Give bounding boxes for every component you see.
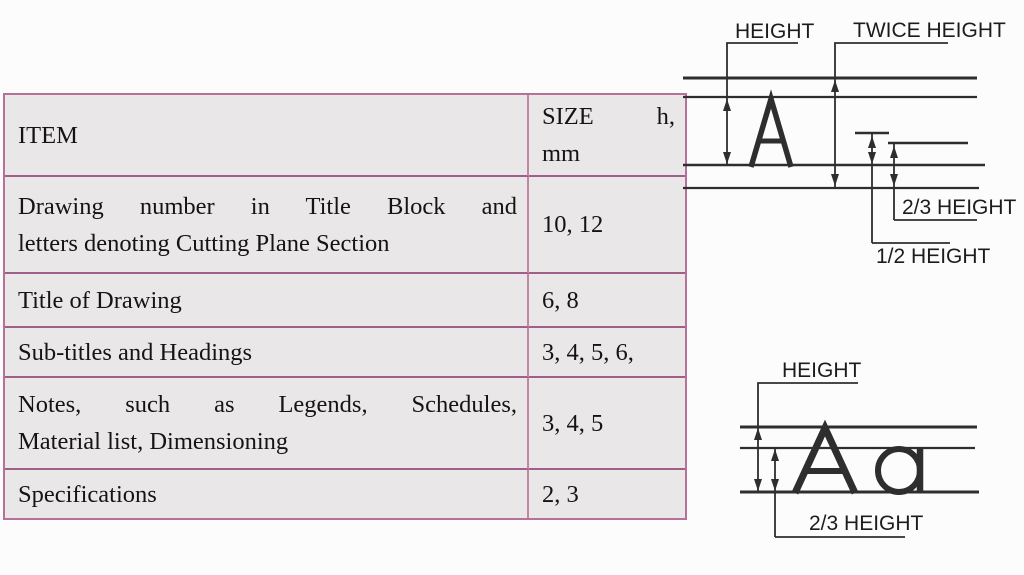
- item-cell: Sub-titles and Headings: [5, 328, 529, 378]
- arrowhead: [754, 479, 762, 491]
- item-cell: Notes, such as Legends, Schedules, Mater…: [5, 378, 529, 470]
- arrowhead: [831, 80, 839, 92]
- arrowhead: [868, 136, 876, 148]
- item-text-line: letters denoting Cutting Plane Section: [18, 229, 390, 257]
- height-leader-line: [726, 42, 798, 165]
- size-cell: 3, 4, 5: [529, 378, 685, 470]
- height-leader-line: [757, 382, 858, 492]
- size-value: 3, 4, 5, 6,: [542, 338, 634, 366]
- letter-a-bowl: [875, 446, 923, 495]
- arrowhead: [890, 146, 898, 158]
- lettering-height-diagram-top: HEIGHT TWICE HEIGHT 2/3 HEIGHT 1/2 HEIGH…: [683, 19, 1017, 268]
- size-value: 3, 4, 5: [542, 409, 604, 437]
- size-cell: 2, 3: [529, 470, 685, 518]
- item-text-line: Notes, such as Legends, Schedules,: [18, 391, 517, 418]
- size-cell: 3, 4, 5, 6,: [529, 328, 685, 378]
- size-value: 10, 12: [542, 211, 604, 238]
- item-cell: Drawing number in Title Block and letter…: [5, 177, 529, 274]
- label-two-thirds-height: 2/3 HEIGHT: [902, 196, 1017, 219]
- letter-A-glyph: [791, 419, 859, 495]
- item-text-line: Material list, Dimensioning: [18, 428, 289, 455]
- item-text-line: Drawing number in Title Block and: [18, 192, 517, 220]
- arrowhead: [771, 479, 779, 491]
- item-cell: Specifications: [5, 470, 529, 518]
- label-height: HEIGHT: [782, 359, 862, 382]
- arrowhead: [868, 152, 876, 164]
- label-height: HEIGHT: [735, 20, 815, 43]
- item-text-line: Title of Drawing: [18, 286, 182, 314]
- size-cell: 10, 12: [529, 177, 685, 274]
- twice-height-leader-line: [834, 42, 948, 188]
- lettering-height-diagram-bottom: HEIGHT 2/3 HEIGHT: [740, 359, 979, 538]
- label-twice-height: TWICE HEIGHT: [853, 19, 1006, 42]
- item-text-line: Sub-titles and Headings: [18, 338, 253, 366]
- label-two-thirds-height: 2/3 HEIGHT: [809, 512, 924, 535]
- letter-A-glyph: [748, 89, 794, 168]
- item-text-line: Specifications: [18, 480, 157, 508]
- arrowhead: [723, 152, 731, 164]
- size-value: 6, 8: [542, 286, 579, 314]
- arrowhead: [831, 174, 839, 186]
- header-size-label-line1: SIZE h,: [542, 103, 675, 130]
- item-cell: Title of Drawing: [5, 274, 529, 328]
- header-item-label: ITEM: [18, 121, 78, 149]
- size-value: 2, 3: [542, 480, 579, 508]
- table-header-item: ITEM: [5, 95, 529, 177]
- arrowhead: [723, 99, 731, 111]
- label-half-height: 1/2 HEIGHT: [876, 245, 991, 268]
- arrowhead: [890, 174, 898, 186]
- arrowhead: [754, 428, 762, 440]
- lettering-size-table: ITEM SIZE h, mm Drawing number in Title …: [3, 93, 687, 520]
- header-size-label-line2: mm: [542, 140, 581, 167]
- size-cell: 6, 8: [529, 274, 685, 328]
- table-header-size: SIZE h, mm: [529, 95, 685, 177]
- arrowhead: [771, 449, 779, 461]
